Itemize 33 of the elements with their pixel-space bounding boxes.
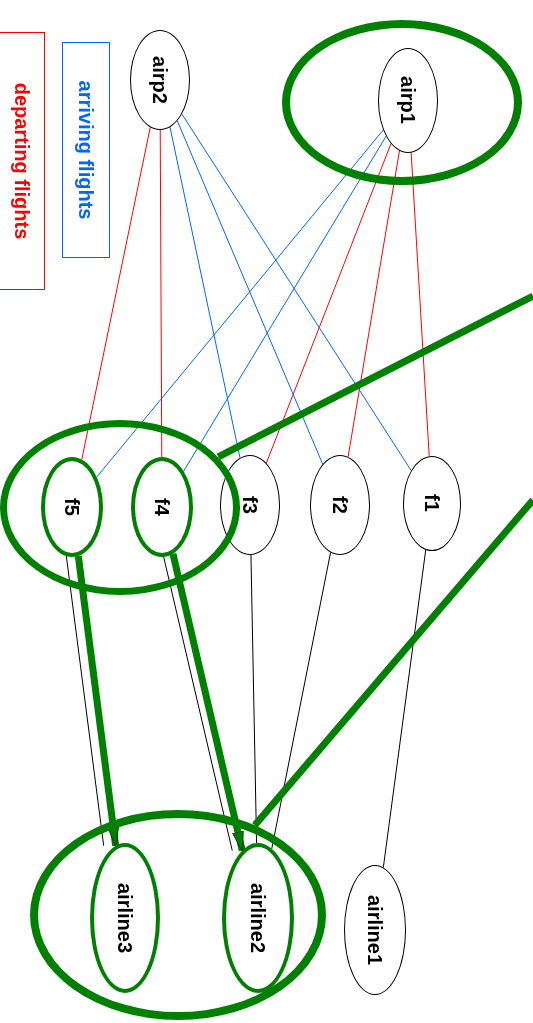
connector-line: [176, 120, 324, 465]
node-label: airp1: [398, 76, 418, 124]
node-label: f1: [422, 494, 442, 512]
node-label: arriving flights: [76, 80, 96, 220]
connector-line: [81, 126, 151, 461]
node-label: f5: [62, 498, 82, 516]
connector-line: [159, 129, 163, 458]
connector-line: [181, 113, 412, 471]
group-ellipse: [0, 419, 240, 595]
connector-line: [382, 548, 427, 868]
node-label: f4: [152, 498, 172, 516]
connector-line: [216, 292, 533, 460]
legend-box: [0, 32, 45, 290]
connector-line: [410, 151, 430, 457]
connector-line: [265, 142, 392, 464]
node-label: airline2: [248, 883, 268, 953]
connector-line: [252, 497, 533, 828]
connector-line: [169, 126, 241, 459]
group-ellipse: [282, 19, 522, 185]
node-label: departing flights: [12, 82, 32, 240]
node-label: airline3: [115, 883, 135, 953]
legend-box: [62, 42, 110, 258]
node-label: airline1: [365, 895, 385, 965]
node-ellipse: [130, 30, 190, 130]
node-ellipse: [220, 455, 280, 555]
node-label: f3: [240, 496, 260, 514]
connector-line: [65, 555, 105, 847]
node-label: airp2: [150, 56, 170, 104]
node-label: f2: [330, 496, 350, 514]
group-ellipse: [30, 810, 326, 1020]
connector-line: [347, 149, 401, 458]
arrow: [74, 555, 120, 848]
connector-line: [250, 554, 258, 844]
